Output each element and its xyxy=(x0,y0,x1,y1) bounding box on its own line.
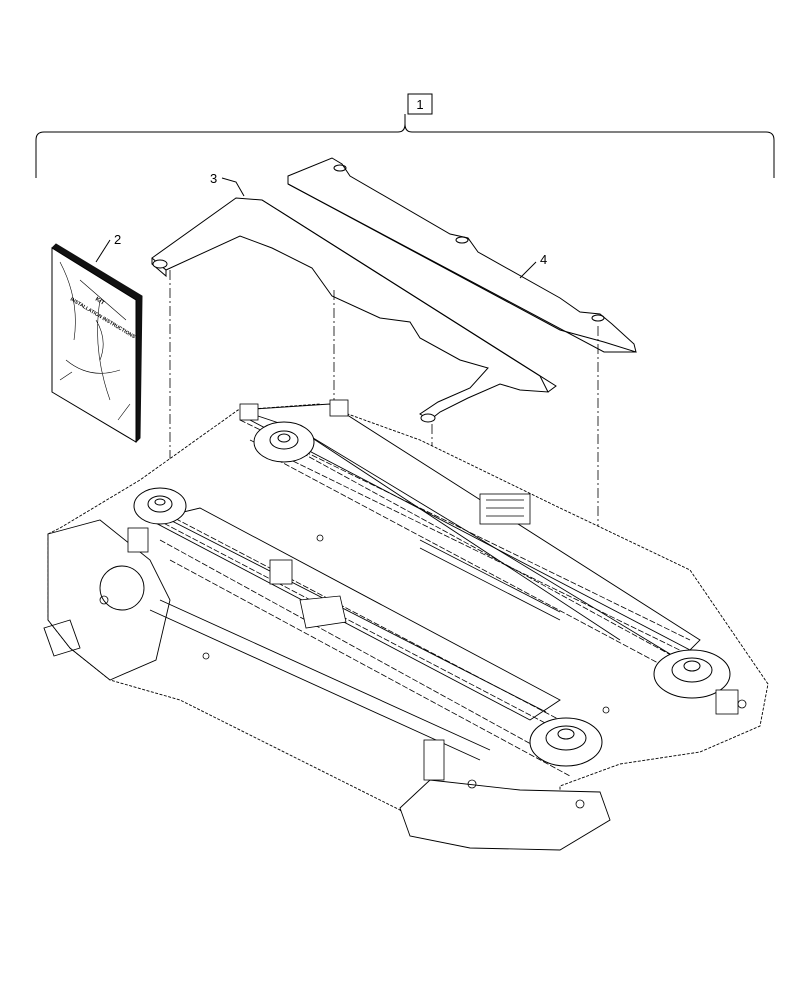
left-mount-bracket xyxy=(43,619,81,657)
strip-4-edge xyxy=(287,176,636,353)
sprocket-right xyxy=(653,649,731,699)
cylinder-center xyxy=(479,493,531,525)
bracket-f xyxy=(715,689,739,715)
header-frame xyxy=(43,403,769,851)
callout-3-label: 3 xyxy=(210,171,217,186)
chain-upper-back xyxy=(239,419,701,661)
cylinder-detail xyxy=(486,499,524,517)
upper-cross-tube-line xyxy=(249,419,691,651)
bracket-e xyxy=(423,739,445,781)
chain-lower-back xyxy=(139,499,571,737)
sprocket-bottom xyxy=(529,717,603,767)
bolt-6 xyxy=(602,706,610,714)
bolt-1 xyxy=(99,595,109,605)
callout-4-label: 4 xyxy=(540,252,547,267)
callout-2-leader xyxy=(95,239,111,263)
left-bearing-housing xyxy=(99,565,145,611)
bracket-b xyxy=(329,399,349,417)
strip-4-outline xyxy=(287,157,637,353)
bolt-2 xyxy=(202,652,210,660)
frame-details xyxy=(99,399,747,809)
support-plate-3: 3 xyxy=(151,171,557,423)
strip-4: 4 xyxy=(287,157,637,353)
center-coupling xyxy=(299,595,347,629)
bolt-7 xyxy=(316,534,324,542)
center-shaft xyxy=(419,539,561,621)
instruction-book: KIT INSTALLATION INSTRUCTIONS 2 xyxy=(51,232,143,443)
center-rail xyxy=(149,429,621,761)
chain-lower-front xyxy=(159,539,571,777)
bracket-a xyxy=(239,403,259,421)
sprocket-top-left xyxy=(253,421,315,463)
strip-4-slot-1 xyxy=(333,164,347,172)
assembly-bracket xyxy=(35,114,775,178)
plate-3-outline xyxy=(151,197,549,421)
callout-3-leader xyxy=(221,177,245,197)
chain-upper-front xyxy=(259,429,691,681)
bracket-c xyxy=(127,527,149,553)
bracket-d xyxy=(269,559,293,585)
skid-shoe xyxy=(399,779,611,851)
callout-2-label: 2 xyxy=(114,232,121,247)
plate-3-tab-left xyxy=(152,259,168,269)
drive-chains xyxy=(139,419,701,777)
bolt-4 xyxy=(575,799,585,809)
callout-4-leader xyxy=(519,261,537,279)
callout-1-box xyxy=(407,93,433,115)
bolt-5 xyxy=(737,699,747,709)
book-wrap-lines xyxy=(59,261,131,421)
callout-1-group: 1 xyxy=(35,93,775,178)
callout-1-label: 1 xyxy=(416,97,423,112)
sprockets xyxy=(133,421,731,767)
strip-4-slot-2 xyxy=(455,236,469,244)
plate-3-tab-right xyxy=(420,413,436,423)
book-title-line1: KIT xyxy=(94,297,106,307)
bolt-3 xyxy=(467,779,477,789)
plate-3-edge xyxy=(151,199,557,393)
strip-4-slot-3 xyxy=(591,314,605,322)
sprocket-mid-left xyxy=(133,487,187,525)
